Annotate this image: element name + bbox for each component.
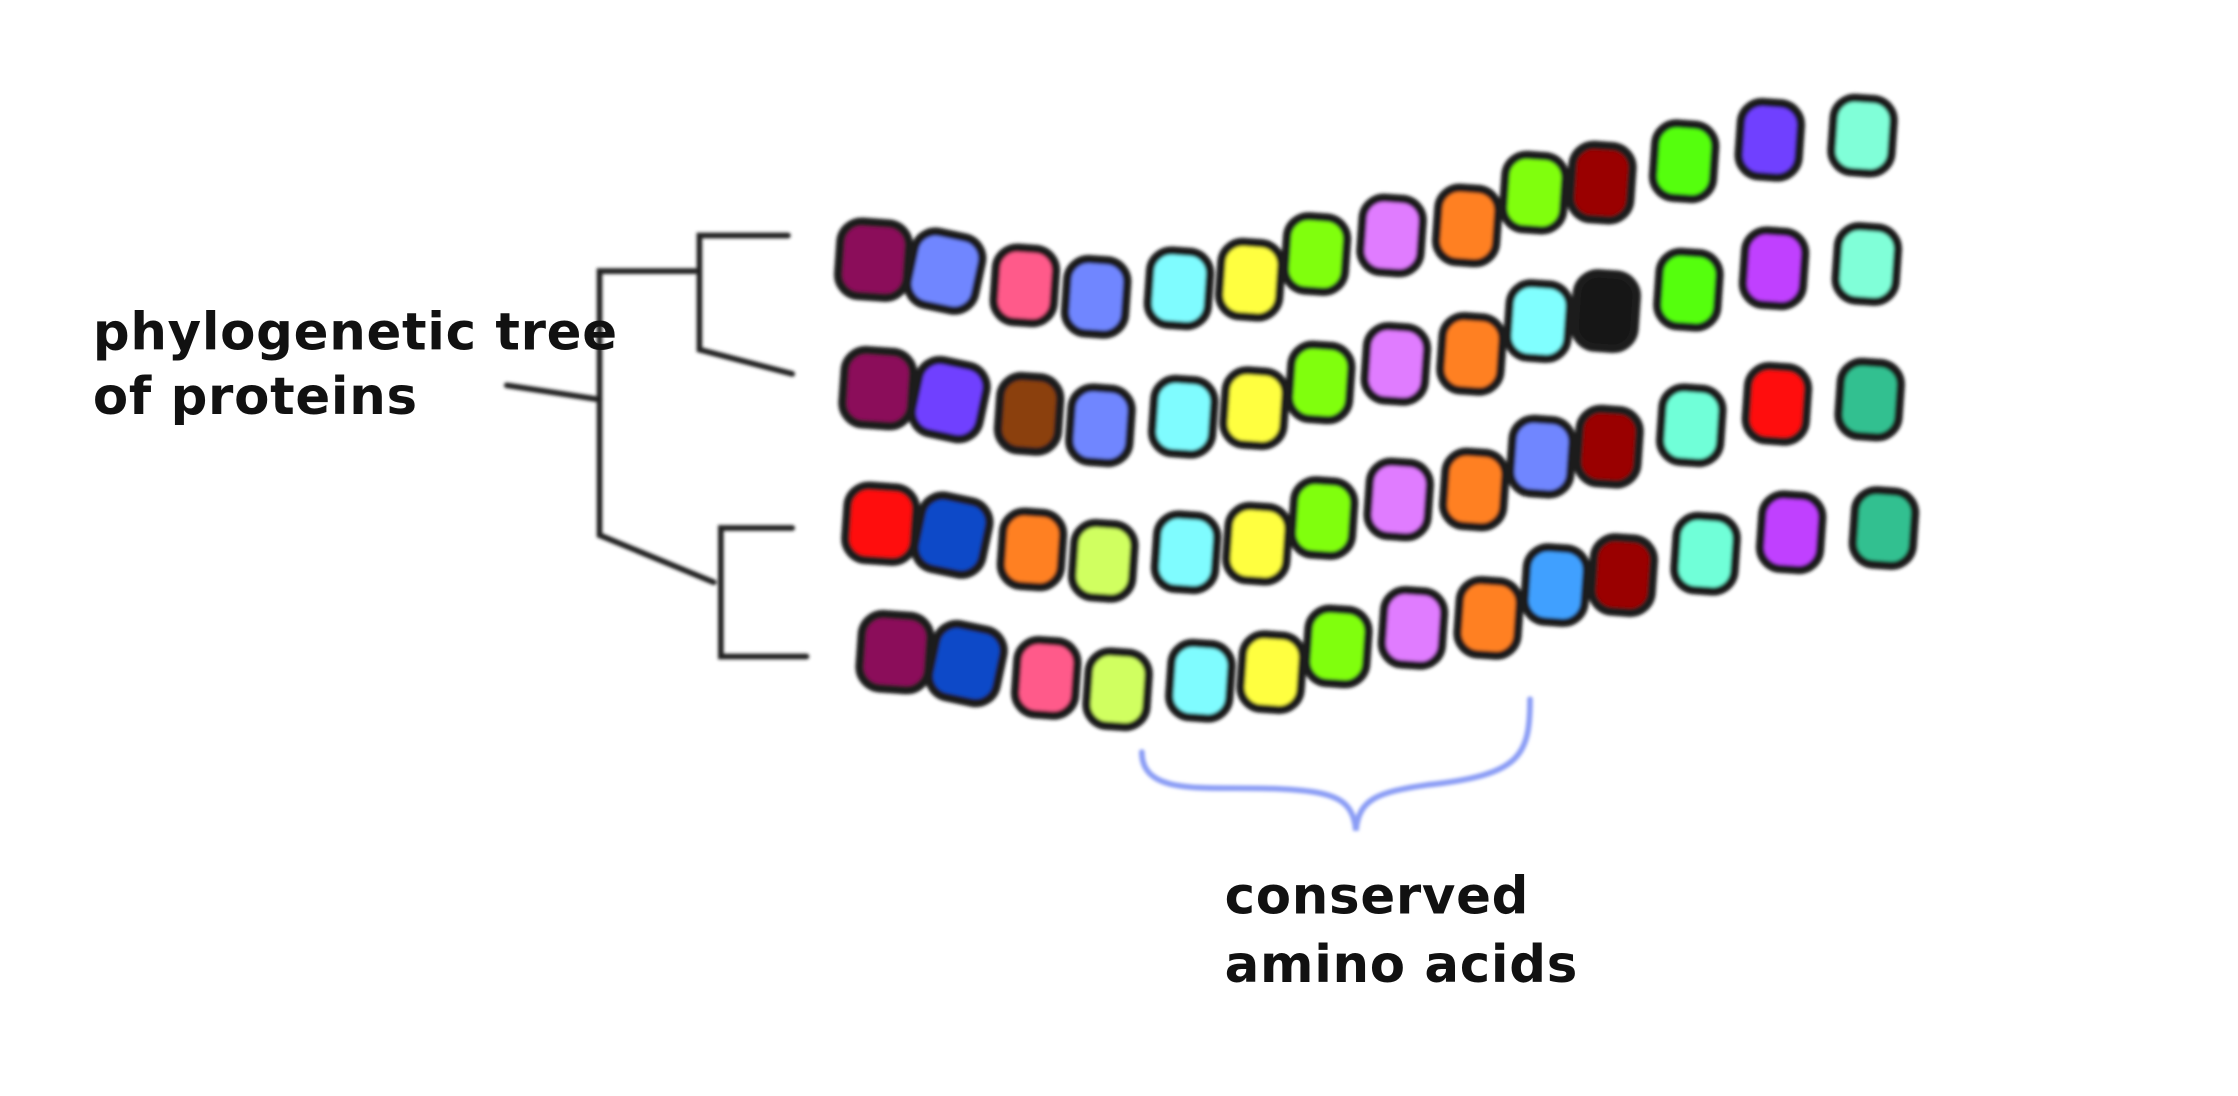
conserved-label: conserved amino acids [1225, 866, 1578, 995]
amino-acid-bead [1222, 501, 1293, 586]
amino-acid-bead [1653, 247, 1724, 332]
amino-acid-bead [1065, 383, 1136, 468]
amino-acid-bead [1280, 212, 1352, 296]
amino-acid-bead [1498, 150, 1570, 235]
amino-acid-bead [1670, 511, 1741, 596]
amino-acid-bead [1067, 518, 1139, 603]
protein-chains [833, 93, 1920, 732]
conserved-brace [1138, 696, 1533, 831]
amino-acid-bead [1453, 575, 1524, 660]
phylogenetic-tree [503, 232, 810, 660]
amino-acid-bead [903, 227, 987, 315]
amino-acid-bead [989, 243, 1061, 328]
amino-acid-bead [1755, 490, 1827, 575]
amino-acid-bead [1147, 374, 1219, 459]
tree-top-clade [696, 232, 796, 377]
amino-acid-bead [996, 507, 1068, 592]
amino-acid-bead [1734, 97, 1806, 182]
amino-acid-bead [1363, 457, 1435, 542]
amino-acid-bead [841, 481, 921, 566]
conserved-label-line-1: conserved [1225, 866, 1530, 926]
amino-acid-bead [1360, 321, 1432, 406]
amino-acid-bead [1566, 140, 1637, 225]
amino-acid-bead [1573, 404, 1644, 489]
amino-acid-bead [1648, 119, 1720, 204]
amino-acid-bead [1060, 254, 1132, 339]
tree-root-branch [503, 382, 603, 403]
amino-acid-bead [1236, 630, 1308, 715]
amino-acid-bead [1082, 647, 1153, 732]
amino-acid-bead [1214, 237, 1286, 322]
tree-main-trunk [596, 268, 717, 586]
amino-acid-bead [1150, 510, 1222, 595]
conserved-label-line-2: amino acids [1225, 935, 1578, 995]
amino-acid-bead [1165, 638, 1236, 723]
amino-acid-bead [907, 355, 991, 444]
amino-acid-bead [1587, 533, 1659, 618]
amino-acid-bead [1506, 414, 1577, 499]
amino-acid-bead [1287, 476, 1359, 560]
amino-acid-bead [833, 217, 914, 302]
amino-acid-bead [1431, 183, 1503, 268]
amino-acid-bead [1302, 604, 1373, 689]
tree-label-line-2: of proteins [93, 367, 418, 427]
protein-chain-2 [838, 222, 1903, 468]
amino-acid-bead [910, 491, 994, 579]
amino-acid-bead [1439, 447, 1510, 532]
tree-bottom-clade [717, 525, 810, 660]
amino-acid-bead [1503, 279, 1574, 364]
amino-acid-bead [1827, 93, 1898, 178]
amino-acid-bead [1520, 543, 1592, 628]
amino-acid-bead [1436, 311, 1507, 396]
amino-acid-bead [1570, 269, 1641, 354]
amino-acid-bead [855, 609, 935, 695]
amino-acid-bead [838, 345, 918, 431]
amino-acid-bead [1848, 486, 1920, 570]
amino-acid-bead [1377, 585, 1449, 670]
protein-chain-3 [841, 357, 1905, 603]
amino-acid-bead [1356, 193, 1427, 278]
amino-acid-bead [1010, 635, 1082, 720]
amino-acid-bead [1284, 340, 1356, 425]
amino-acid-bead [924, 619, 1008, 708]
tree-label-line-1: phylogenetic tree [93, 303, 618, 363]
amino-acid-bead [993, 371, 1065, 456]
amino-acid-bead [1219, 366, 1290, 451]
amino-acid-bead [1834, 357, 1905, 442]
protein-chain-4 [855, 486, 1920, 732]
amino-acid-bead [1143, 246, 1215, 331]
protein-chain-1 [833, 93, 1898, 339]
amino-acid-bead [1655, 383, 1727, 468]
amino-acid-bead [1831, 222, 1903, 306]
amino-acid-bead [1741, 361, 1813, 446]
amino-acid-bead [1738, 226, 1810, 311]
tree-label: phylogenetic tree of proteins [93, 303, 636, 427]
